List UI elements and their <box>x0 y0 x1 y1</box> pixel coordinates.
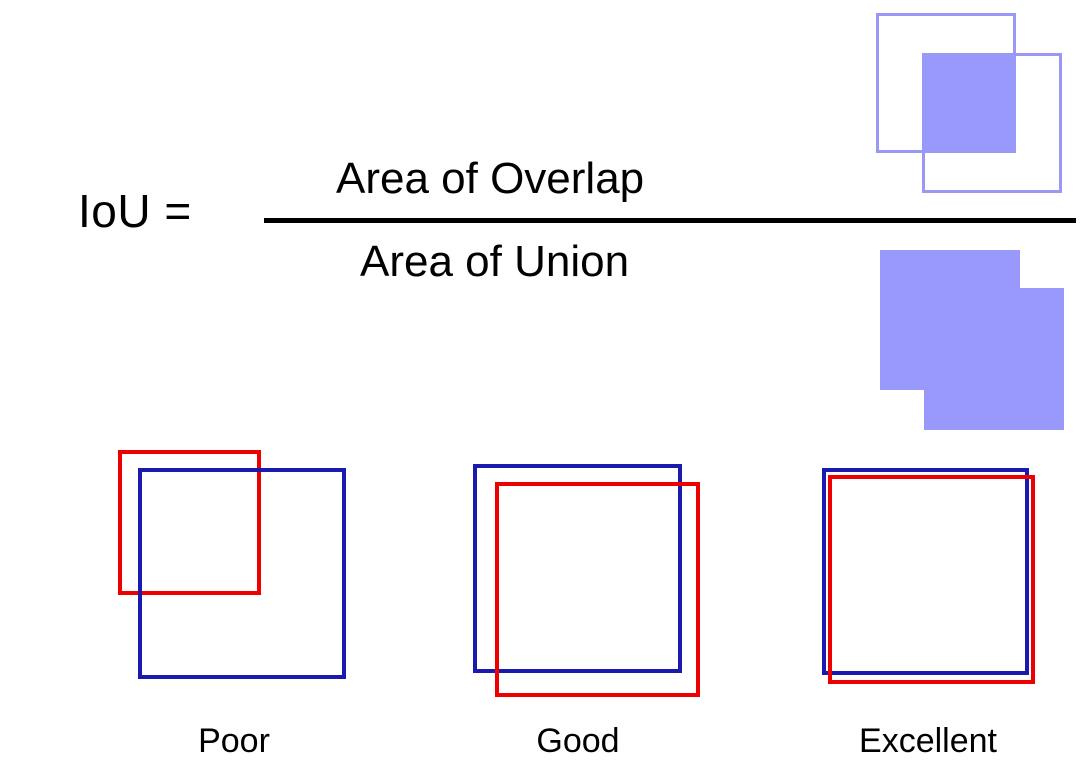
union-square-b-fill <box>924 288 1064 430</box>
excellent-ground-truth-box <box>828 475 1035 684</box>
fraction-numerator: Area of Overlap <box>336 154 645 203</box>
area-of-overlap-diagram <box>876 13 1072 193</box>
example-label-poor: Poor <box>198 722 270 760</box>
good-ground-truth-box <box>495 482 700 697</box>
example-excellent <box>822 468 1042 692</box>
example-poor <box>118 450 350 682</box>
poor-ground-truth-box <box>118 450 261 595</box>
fraction-denominator: Area of Union <box>360 237 630 286</box>
area-of-union-diagram <box>880 250 1076 430</box>
excellent-prediction-box <box>822 468 1029 675</box>
iou-formula-lhs: IoU = <box>78 185 192 237</box>
overlap-square-b <box>922 53 1062 193</box>
example-label-excellent: Excellent <box>859 722 997 760</box>
example-label-good: Good <box>536 722 620 760</box>
poor-prediction-box <box>138 468 346 679</box>
example-good <box>473 464 705 697</box>
iou-fraction: Area of Overlap Area of Union <box>264 140 1076 301</box>
good-prediction-box <box>473 464 682 673</box>
overlap-intersection-fill <box>924 55 1016 151</box>
fraction-bar <box>264 218 1076 223</box>
